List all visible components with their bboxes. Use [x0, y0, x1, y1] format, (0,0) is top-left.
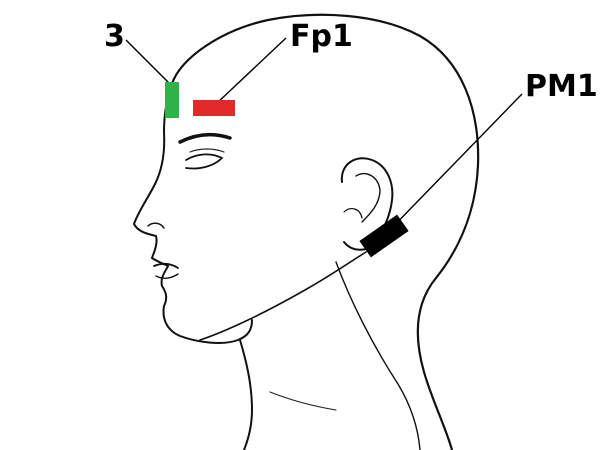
eye: [186, 154, 222, 168]
electrode-label-pm1: PM1: [525, 72, 598, 102]
jaw-line: [200, 252, 366, 340]
ear-lobe: [344, 209, 362, 218]
neck-muscle: [336, 262, 420, 450]
electrode-3-green: [165, 82, 179, 118]
ear-inner: [356, 174, 380, 222]
eyebrow: [180, 135, 230, 142]
eyelid-line: [190, 149, 224, 152]
neck-front: [240, 340, 252, 450]
head-outline: [172, 15, 478, 450]
electrode-fp1-red: [193, 100, 235, 116]
electrode-label-fp1: Fp1: [290, 22, 353, 52]
mouth-lower: [156, 274, 178, 278]
electrode-pm1-black: [359, 215, 408, 258]
electrode-label-3: 3: [104, 22, 125, 52]
leader-line-fp1: [216, 38, 286, 104]
nostril: [148, 223, 164, 228]
leader-line-3: [126, 40, 172, 86]
leader-line-pm1: [382, 94, 522, 238]
throat-line: [270, 392, 336, 410]
face-profile: [134, 84, 252, 343]
